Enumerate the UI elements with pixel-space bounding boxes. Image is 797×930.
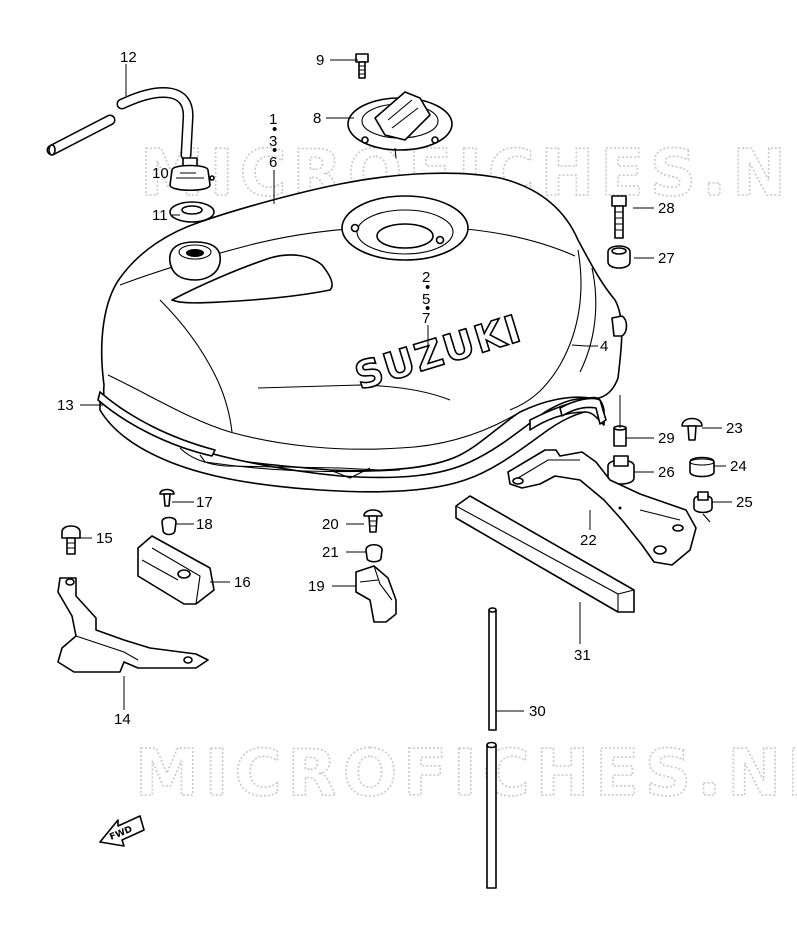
nut-21	[365, 543, 383, 563]
callout-8: 8	[313, 110, 321, 127]
bracket-22	[507, 449, 697, 566]
callout-20: 20	[322, 516, 339, 533]
callout-28: 28	[658, 200, 675, 217]
cushion-strip	[97, 391, 216, 457]
nut-27	[607, 245, 631, 269]
screw-20	[363, 509, 383, 533]
washer	[169, 201, 215, 223]
side-trim	[559, 397, 607, 425]
callout-dot-a: •	[272, 121, 277, 138]
callout-16: 16	[234, 574, 251, 591]
callout-15: 15	[96, 530, 113, 547]
tube-30	[486, 607, 497, 889]
callout-3: 3	[269, 133, 277, 150]
watermark-bottom: MICROFICHES.NET	[135, 737, 797, 811]
callout-10: 10	[152, 165, 169, 182]
callout-dot-b: •	[272, 142, 277, 159]
bolt	[355, 53, 369, 79]
callout-17: 17	[196, 494, 213, 511]
cushion-19	[355, 565, 397, 623]
collar-25	[693, 491, 713, 523]
bracket-14	[57, 577, 209, 673]
callout-7: 7	[422, 310, 430, 327]
screw-17	[159, 488, 175, 507]
callout-26: 26	[658, 464, 675, 481]
bolt-28	[611, 195, 627, 239]
callout-27: 27	[658, 250, 675, 267]
grommet-26	[607, 455, 635, 485]
callout-19: 19	[308, 578, 325, 595]
callout-9: 9	[316, 52, 324, 69]
callout-12: 12	[120, 49, 137, 66]
vent-valve	[169, 157, 215, 192]
leader-lines	[80, 59, 732, 712]
callout-31: 31	[574, 647, 591, 664]
callout-22: 22	[580, 532, 597, 549]
vent-neck	[169, 241, 221, 281]
cushion-24	[689, 456, 715, 478]
callout-29: 29	[658, 430, 675, 447]
fuel-cap	[347, 91, 453, 159]
cushion-strip-31	[455, 495, 635, 613]
callout-25: 25	[736, 494, 753, 511]
callout-23: 23	[726, 420, 743, 437]
callout-5: 5	[422, 291, 430, 308]
callout-18: 18	[196, 516, 213, 533]
cushion-16	[137, 535, 215, 605]
callout-dot-d: •	[425, 300, 430, 317]
callout-4: 4	[600, 338, 608, 355]
callout-24: 24	[730, 458, 747, 475]
filler-opening	[341, 195, 469, 261]
callout-14: 14	[114, 711, 131, 728]
forward-arrow-icon: FWD	[99, 815, 145, 847]
callout-2: 2	[422, 269, 430, 286]
bolt-15	[61, 525, 81, 555]
callout-30: 30	[529, 703, 546, 720]
callout-1: 1	[269, 111, 277, 128]
nut-18	[161, 516, 177, 536]
pin-29	[613, 425, 627, 447]
callout-11: 11	[152, 207, 168, 224]
screw-23	[681, 417, 703, 441]
hose	[46, 87, 194, 161]
callout-labels: 12 1 • 3 • 6 2 • 5 • 7 9 8 10 11 4 28 27…	[57, 49, 753, 728]
callout-21: 21	[322, 544, 339, 561]
callout-13: 13	[57, 397, 74, 414]
callout-dot-c: •	[425, 279, 430, 296]
callout-6: 6	[269, 154, 277, 171]
